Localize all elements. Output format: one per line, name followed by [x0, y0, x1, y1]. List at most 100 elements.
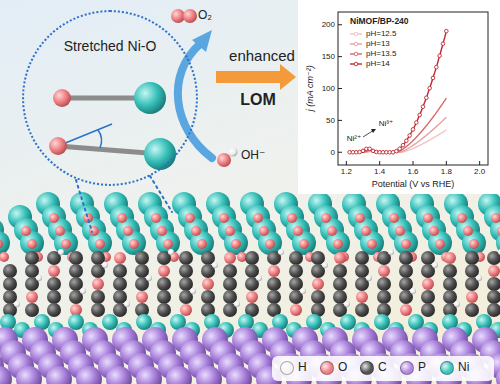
o-atom [395, 226, 405, 236]
o-atom [333, 239, 343, 249]
o-atom [466, 291, 478, 303]
p-atom [46, 366, 72, 384]
c-atom [487, 251, 500, 265]
c-atom [399, 251, 413, 265]
legend-text: pH=13 [366, 39, 390, 48]
o-atom [327, 226, 337, 236]
plot-frame [338, 12, 488, 165]
c-atom [245, 251, 259, 265]
ni-atom [0, 231, 10, 255]
data-marker [395, 149, 399, 153]
o-atom [27, 239, 37, 249]
ni-atom [374, 314, 390, 330]
p-atom [136, 366, 162, 384]
legend-line-sample [354, 52, 358, 56]
legend-text: Ni [458, 361, 469, 375]
h-atom [14, 301, 20, 307]
h-atom [344, 301, 350, 307]
arrow-head [192, 30, 212, 52]
c-atom [3, 264, 17, 278]
tick-label: 1.4 [374, 167, 385, 176]
p-atom [0, 366, 12, 384]
legend-text: pH=12.5 [366, 29, 396, 38]
axis-title: Potential (V vs RHE) [372, 179, 455, 189]
h-atom [146, 275, 152, 281]
o-atom [92, 278, 104, 290]
o-atom [0, 252, 9, 262]
o-atom [185, 213, 195, 223]
o-atom [219, 213, 229, 223]
h-atom [80, 288, 86, 294]
c-atom [289, 264, 303, 278]
atom-swatch [400, 361, 414, 375]
zoom-circle: Stretched Ni-O [22, 10, 198, 186]
o-atom [225, 226, 235, 236]
h-atom [410, 288, 416, 294]
o-atom [265, 239, 275, 249]
o-atom [129, 239, 139, 249]
angle-marker [98, 130, 102, 148]
c-atom [25, 303, 39, 317]
o-atom [49, 137, 67, 155]
c-atom [223, 277, 237, 291]
atom-swatch [440, 361, 454, 375]
atom-swatch [280, 361, 294, 375]
tick-label: 200 [322, 20, 335, 29]
o-atom [136, 291, 148, 303]
o-atom [151, 213, 161, 223]
lsv-curve [350, 98, 447, 152]
p-atom [16, 366, 42, 384]
c-atom [355, 303, 369, 317]
lsv-curve [350, 31, 447, 152]
c-atom [465, 303, 479, 317]
atom-swatch [320, 361, 334, 375]
h-atom [388, 249, 394, 255]
c-atom [267, 277, 281, 291]
c-atom [333, 277, 347, 291]
o-atom [290, 304, 302, 316]
x-tick [479, 161, 480, 165]
c-atom [69, 251, 83, 265]
o-atom [123, 226, 133, 236]
o-atom [488, 265, 500, 277]
o-atom [268, 265, 280, 277]
o-atom [48, 265, 60, 277]
data-marker [405, 139, 409, 143]
c-atom [91, 303, 105, 317]
data-marker [425, 96, 429, 100]
o-atom [202, 278, 214, 290]
o-atom [55, 226, 65, 236]
ni-atom [340, 314, 356, 330]
oh-molecule [229, 148, 238, 157]
lsv-curve [350, 130, 447, 152]
tick-label: 1.6 [407, 167, 418, 176]
tick-label: 1.2 [341, 167, 352, 176]
data-marker [421, 105, 425, 109]
c-atom [487, 290, 500, 304]
data-marker [401, 143, 405, 147]
h-atom [300, 288, 306, 294]
y-tick [338, 56, 342, 57]
c-atom [179, 264, 193, 278]
c-atom [47, 303, 61, 317]
c-atom [311, 290, 325, 304]
o-atom [253, 213, 263, 223]
data-marker [418, 113, 422, 117]
legend-text: P [418, 361, 426, 375]
c-atom [377, 277, 391, 291]
x-tick [446, 161, 447, 165]
y-tick [338, 120, 342, 121]
node-title: Stretched Ni-O [64, 38, 157, 54]
legend-title: NiMOF/BP-240 [350, 17, 409, 27]
o-atom [334, 252, 346, 264]
o-atom [435, 239, 445, 249]
o-atom [497, 226, 500, 236]
o-atom [463, 226, 473, 236]
p-atom [196, 366, 222, 384]
o-atom [114, 252, 126, 264]
data-marker [408, 134, 412, 138]
o-atom [61, 239, 71, 249]
c-atom [91, 290, 105, 304]
